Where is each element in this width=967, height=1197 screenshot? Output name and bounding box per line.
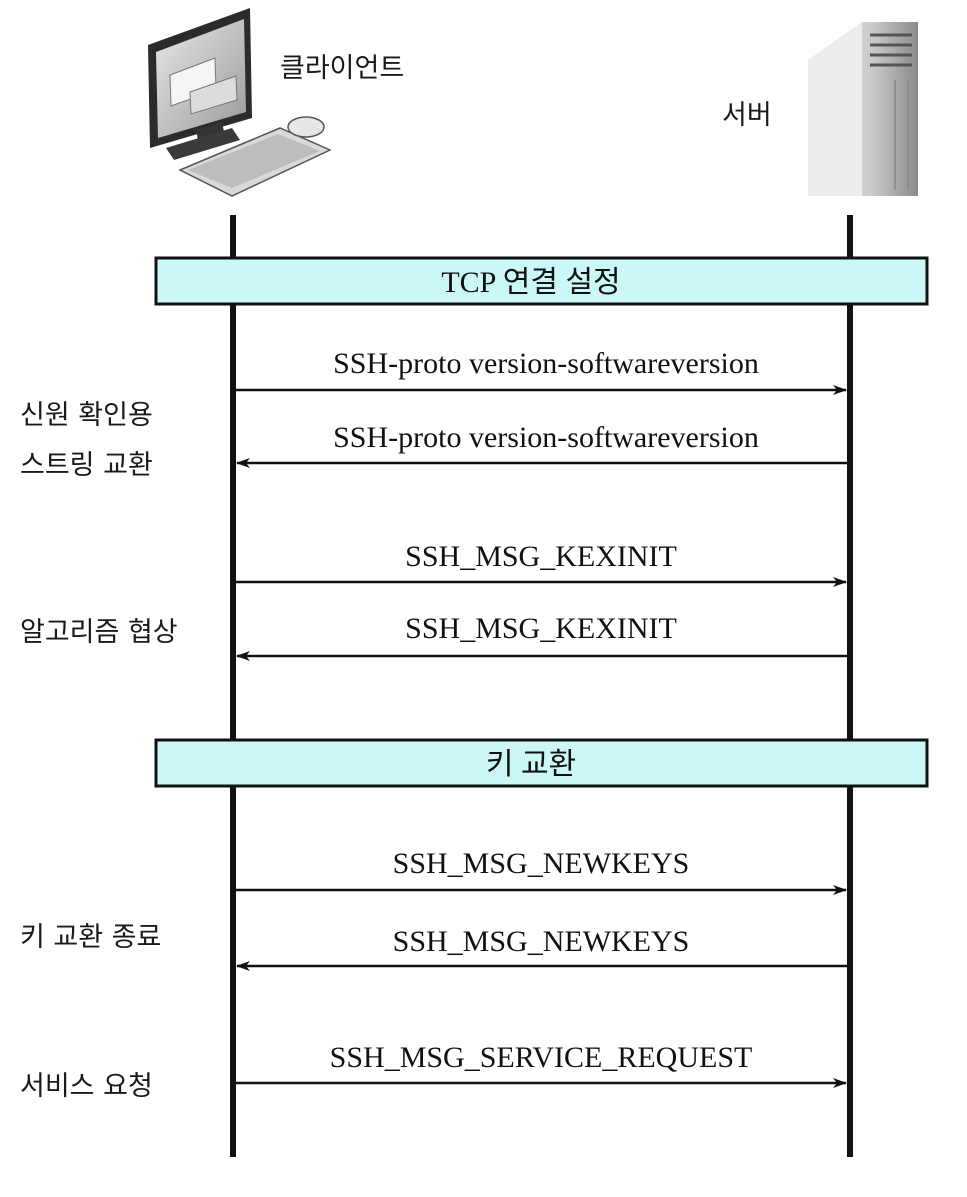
- band-key-exchange: 키 교환: [154, 738, 929, 788]
- band-keyx-label: 키 교환: [486, 748, 576, 781]
- message-arrow: SSH_MSG_KEXINIT: [236, 612, 847, 661]
- phase-label: 키 교환 종료: [20, 922, 161, 953]
- phase-label: 스트링 교환: [20, 450, 153, 481]
- band-tcp-connection: TCP 연결 설정: [154, 256, 929, 306]
- message-arrow: SSH_MSG_SERVICE_REQUEST: [236, 1041, 847, 1088]
- phase-label: 신원 확인용: [20, 400, 153, 431]
- message-arrow: SSH-proto version-softwareversion: [236, 421, 847, 468]
- message-arrow: SSH-proto version-softwareversion: [236, 347, 847, 395]
- message-label: SSH_MSG_KEXINIT: [405, 612, 677, 645]
- message-label: SSH_MSG_KEXINIT: [405, 540, 677, 573]
- server-label: 서버: [722, 100, 772, 131]
- message-arrow: SSH_MSG_KEXINIT: [236, 540, 847, 587]
- server-tower-icon: [808, 22, 918, 196]
- message-label: SSH_MSG_NEWKEYS: [393, 925, 690, 958]
- message-arrow: SSH_MSG_NEWKEYS: [236, 847, 847, 895]
- message-arrow: SSH_MSG_NEWKEYS: [236, 925, 847, 971]
- phase-label: 서비스 요청: [20, 1071, 153, 1102]
- message-label: SSH-proto version-softwareversion: [333, 347, 759, 380]
- message-label: SSH-proto version-softwareversion: [333, 421, 759, 454]
- phase-label: 알고리즘 협상: [20, 617, 178, 648]
- message-label: SSH_MSG_SERVICE_REQUEST: [330, 1041, 753, 1074]
- message-label: SSH_MSG_NEWKEYS: [393, 847, 690, 880]
- desktop-computer-icon: [148, 8, 332, 197]
- client-label: 클라이언트: [280, 53, 404, 84]
- band-tcp-label: TCP 연결 설정: [441, 266, 620, 299]
